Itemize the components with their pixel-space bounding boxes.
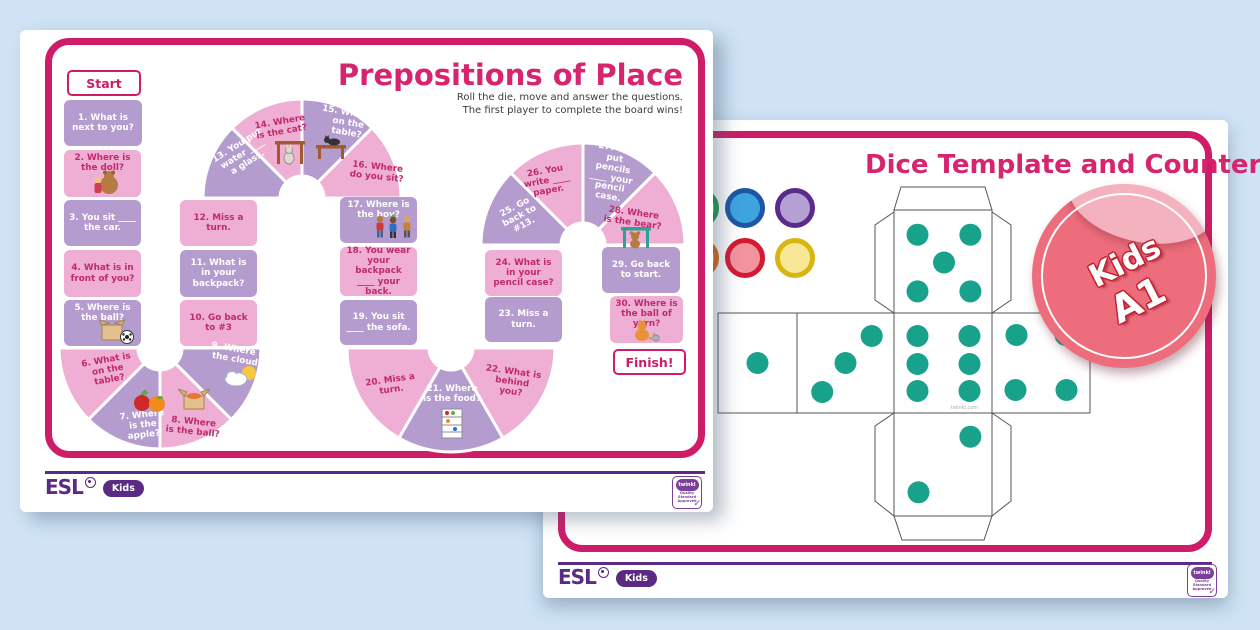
dice-pip xyxy=(906,380,929,402)
checkmark-icon: ✓ xyxy=(1208,587,1216,597)
tile-4: 4. What is in front of you? xyxy=(64,250,141,297)
twinkl-approved-text: Quality Standard Approved xyxy=(677,491,697,503)
page-subtitle-2: The first player to complete the board w… xyxy=(462,105,683,116)
dice-pip xyxy=(834,352,857,374)
tile-6-wedge xyxy=(57,346,146,421)
twinkl-stamp: twinkl Quality Standard Approved ✓ xyxy=(672,476,702,509)
dice-pip xyxy=(906,325,929,347)
dice-pip xyxy=(811,381,834,403)
dice-flap xyxy=(991,211,1012,314)
tile-7-label: 7. Where is the apple? xyxy=(119,407,165,442)
dice-net-outline xyxy=(717,186,1091,541)
esl-globe-icon xyxy=(597,567,609,578)
tile-18: 18. You wear your backpack ____ your bac… xyxy=(340,246,417,297)
dice-flap xyxy=(874,412,895,518)
tile-16-wedge xyxy=(316,126,403,200)
dice-pip xyxy=(958,325,981,347)
twinkl-cloud: twinkl xyxy=(1190,567,1214,579)
tile-20-wedge xyxy=(345,346,442,440)
catyarn-image xyxy=(629,318,663,344)
fruits-image xyxy=(132,389,166,413)
dice-tab xyxy=(893,186,993,211)
tile-25-wedge xyxy=(479,171,569,247)
dice-flap xyxy=(991,412,1012,518)
tile-7-wedge xyxy=(87,362,162,451)
dice-pip xyxy=(959,425,982,448)
tile-12: 12. Miss a turn. xyxy=(180,200,257,246)
start-box: Start xyxy=(67,70,141,96)
esl-kids-logo: ESL Kids xyxy=(558,567,657,587)
checkmark-icon: ✓ xyxy=(693,499,701,509)
page-subtitle-1: Roll the die, move and answer the questi… xyxy=(456,92,683,103)
dice-pip xyxy=(959,280,982,303)
tile-21-label: 21. Where is the food? xyxy=(422,384,482,404)
dice-pip xyxy=(746,352,769,374)
dice-pip xyxy=(958,353,981,375)
twinkl-cloud: twinkl xyxy=(675,479,699,491)
dice-pip xyxy=(933,251,955,274)
tile-29: 29. Go back to start. xyxy=(602,247,680,293)
counter-yellow xyxy=(775,238,815,278)
tile-27-wedge xyxy=(581,141,657,231)
tile-27-label: 27. You put pencils ____ your pencil cas… xyxy=(589,140,636,205)
counter-purple xyxy=(775,188,815,228)
counter-red xyxy=(725,238,765,278)
tile-24: 24. What is in your pencil case? xyxy=(485,250,562,296)
cloudsun-image xyxy=(223,364,259,388)
dice-pip xyxy=(1004,379,1027,401)
kids-a1-sticker: Kids A1 xyxy=(1032,184,1216,368)
beartable-image xyxy=(619,223,653,249)
tile-1: 1. What is next to you? xyxy=(64,100,142,146)
twinkl-approved-text: Quality Standard Approved xyxy=(1192,579,1212,591)
dice-pip xyxy=(860,325,883,347)
dice-pip xyxy=(959,223,982,246)
kids-image xyxy=(372,213,418,239)
dice-pip xyxy=(906,280,929,303)
tile-13-wedge xyxy=(201,126,288,200)
footer-rule xyxy=(45,471,705,474)
esl-kids-logo: ESL Kids xyxy=(45,477,144,497)
dice-pip xyxy=(958,380,981,402)
prepositions-page: Prepositions of Place Roll the die, move… xyxy=(20,30,713,512)
counter-blue xyxy=(725,188,765,228)
tablecat-image xyxy=(273,138,307,166)
twinkl-watermark: twinkl.com xyxy=(951,405,979,411)
page-title: Prepositions of Place xyxy=(337,58,683,92)
esl-brand: ESL xyxy=(45,475,84,499)
tile-22-wedge xyxy=(460,346,557,440)
dice-pip xyxy=(1055,379,1078,401)
esl-kids-badge: Kids xyxy=(615,570,657,587)
tile-11: 11. What is in your backpack? xyxy=(180,250,257,297)
twinkl-stamp: twinkl Quality Standard Approved ✓ xyxy=(1187,564,1217,597)
dice-tab xyxy=(893,515,993,541)
footer-rule xyxy=(558,562,1212,565)
dice-page-title: Dice Template and Counters xyxy=(865,150,1260,180)
tile-26-wedge xyxy=(509,141,585,231)
sticker-ring xyxy=(1041,193,1207,359)
dice-pip xyxy=(906,223,929,246)
tile-3: 3. You sit ____ the car. xyxy=(64,200,141,246)
board-wedges xyxy=(57,97,687,454)
dice-pip xyxy=(906,353,929,375)
dice-pip xyxy=(907,481,930,504)
dice-flap xyxy=(874,211,895,314)
tile-9-wedge xyxy=(174,346,263,421)
tile-19: 19. You sit ____ the sofa. xyxy=(340,300,417,345)
tile-10: 10. Go back to #3 xyxy=(180,300,257,346)
openbox-image xyxy=(176,386,212,412)
doll-image xyxy=(88,169,122,195)
esl-kids-badge: Kids xyxy=(102,480,144,497)
boxball-image xyxy=(97,318,135,344)
cattable-image xyxy=(314,133,348,159)
esl-brand: ESL xyxy=(558,565,597,589)
tile-23: 23. Miss a turn. xyxy=(485,297,562,342)
dice-pip xyxy=(1005,324,1028,346)
esl-globe-icon xyxy=(84,477,96,488)
finish-box: Finish! xyxy=(613,349,686,375)
tile-28-wedge xyxy=(597,171,687,247)
tile-2: 2. Where is the doll? xyxy=(64,150,141,197)
fridge-image xyxy=(439,408,465,440)
board-page-border xyxy=(45,38,705,458)
